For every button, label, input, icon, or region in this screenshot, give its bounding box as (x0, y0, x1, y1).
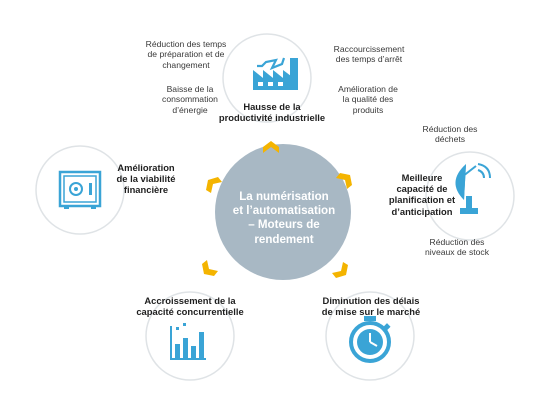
title-line: financière (123, 184, 169, 196)
bar-chart-icon (170, 323, 206, 360)
note-line: Réduction des (422, 124, 478, 134)
right-node-title: Meilleure capacité de planification et d… (382, 172, 462, 217)
title-line: d’anticipation (391, 205, 453, 217)
title-line: Meilleure (401, 172, 443, 183)
note-line: Baisse de la (166, 84, 214, 94)
left-node-title: Amélioration de la viabilité financière (108, 162, 184, 196)
note-line: de préparation et de (147, 49, 225, 60)
note-line: consommation (162, 94, 218, 105)
note-line: des temps d’arrêt (335, 54, 403, 65)
center-label: La numérisation et l’automatisation – Mo… (216, 190, 352, 247)
node-circle-left (35, 145, 125, 235)
stopwatch-icon (349, 316, 391, 363)
note-quality: Amélioration de la qualité des produits (326, 84, 410, 115)
note-stock: Réduction des niveaux de stock (412, 237, 502, 258)
title-line: productivité industrielle (218, 112, 326, 124)
note-downtime: Raccourcissement des temps d’arrêt (322, 44, 416, 65)
bottom-left-node-title: Accroissement de la capacité concurrenti… (124, 295, 256, 317)
bottom-right-node-title: Diminution des délais de mise sur le mar… (312, 295, 430, 317)
note-line: Réduction des (429, 237, 485, 247)
chevron-icon (202, 141, 352, 278)
note-line: la qualité des (342, 94, 394, 105)
center-label-line: et l’automatisation (232, 204, 336, 218)
note-line: Réduction des temps (145, 39, 227, 49)
top-node-title: Hausse de la productivité industrielle (217, 101, 327, 123)
title-line: Amélioration (117, 162, 175, 173)
note-line: niveaux de stock (424, 247, 489, 258)
note-line: produits (352, 104, 384, 115)
title-line: de la viabilité (116, 173, 176, 185)
factory-icon (253, 57, 298, 90)
satellite-dish-icon (455, 163, 491, 214)
note-waste: Réduction des déchets (410, 124, 490, 145)
center-label-line: La numérisation (239, 190, 329, 203)
safe-icon (58, 170, 102, 209)
center-label-line: – Moteurs de (248, 218, 320, 232)
note-line: déchets (434, 134, 466, 145)
center-circle (215, 144, 351, 280)
title-line: capacité de (396, 183, 448, 195)
note-setup-time: Réduction des temps de préparation et de… (134, 39, 238, 70)
title-line: de mise sur le marché (321, 306, 421, 318)
note-line: Raccourcissement (333, 44, 405, 54)
title-line: Diminution des délais (322, 295, 420, 306)
title-line: capacité concurrentielle (136, 306, 244, 318)
title-line: planification et (388, 194, 456, 206)
node-circle-bottom-left (145, 291, 235, 381)
note-energy: Baisse de la consommation d’énergie (150, 84, 230, 115)
note-line: changement (162, 59, 210, 70)
title-line: Accroissement de la (144, 295, 236, 306)
title-line: Hausse de la (243, 101, 301, 112)
center-label-line: rendement (254, 232, 314, 246)
note-line: Amélioration de (338, 84, 398, 94)
note-line: d’énergie (172, 104, 208, 115)
